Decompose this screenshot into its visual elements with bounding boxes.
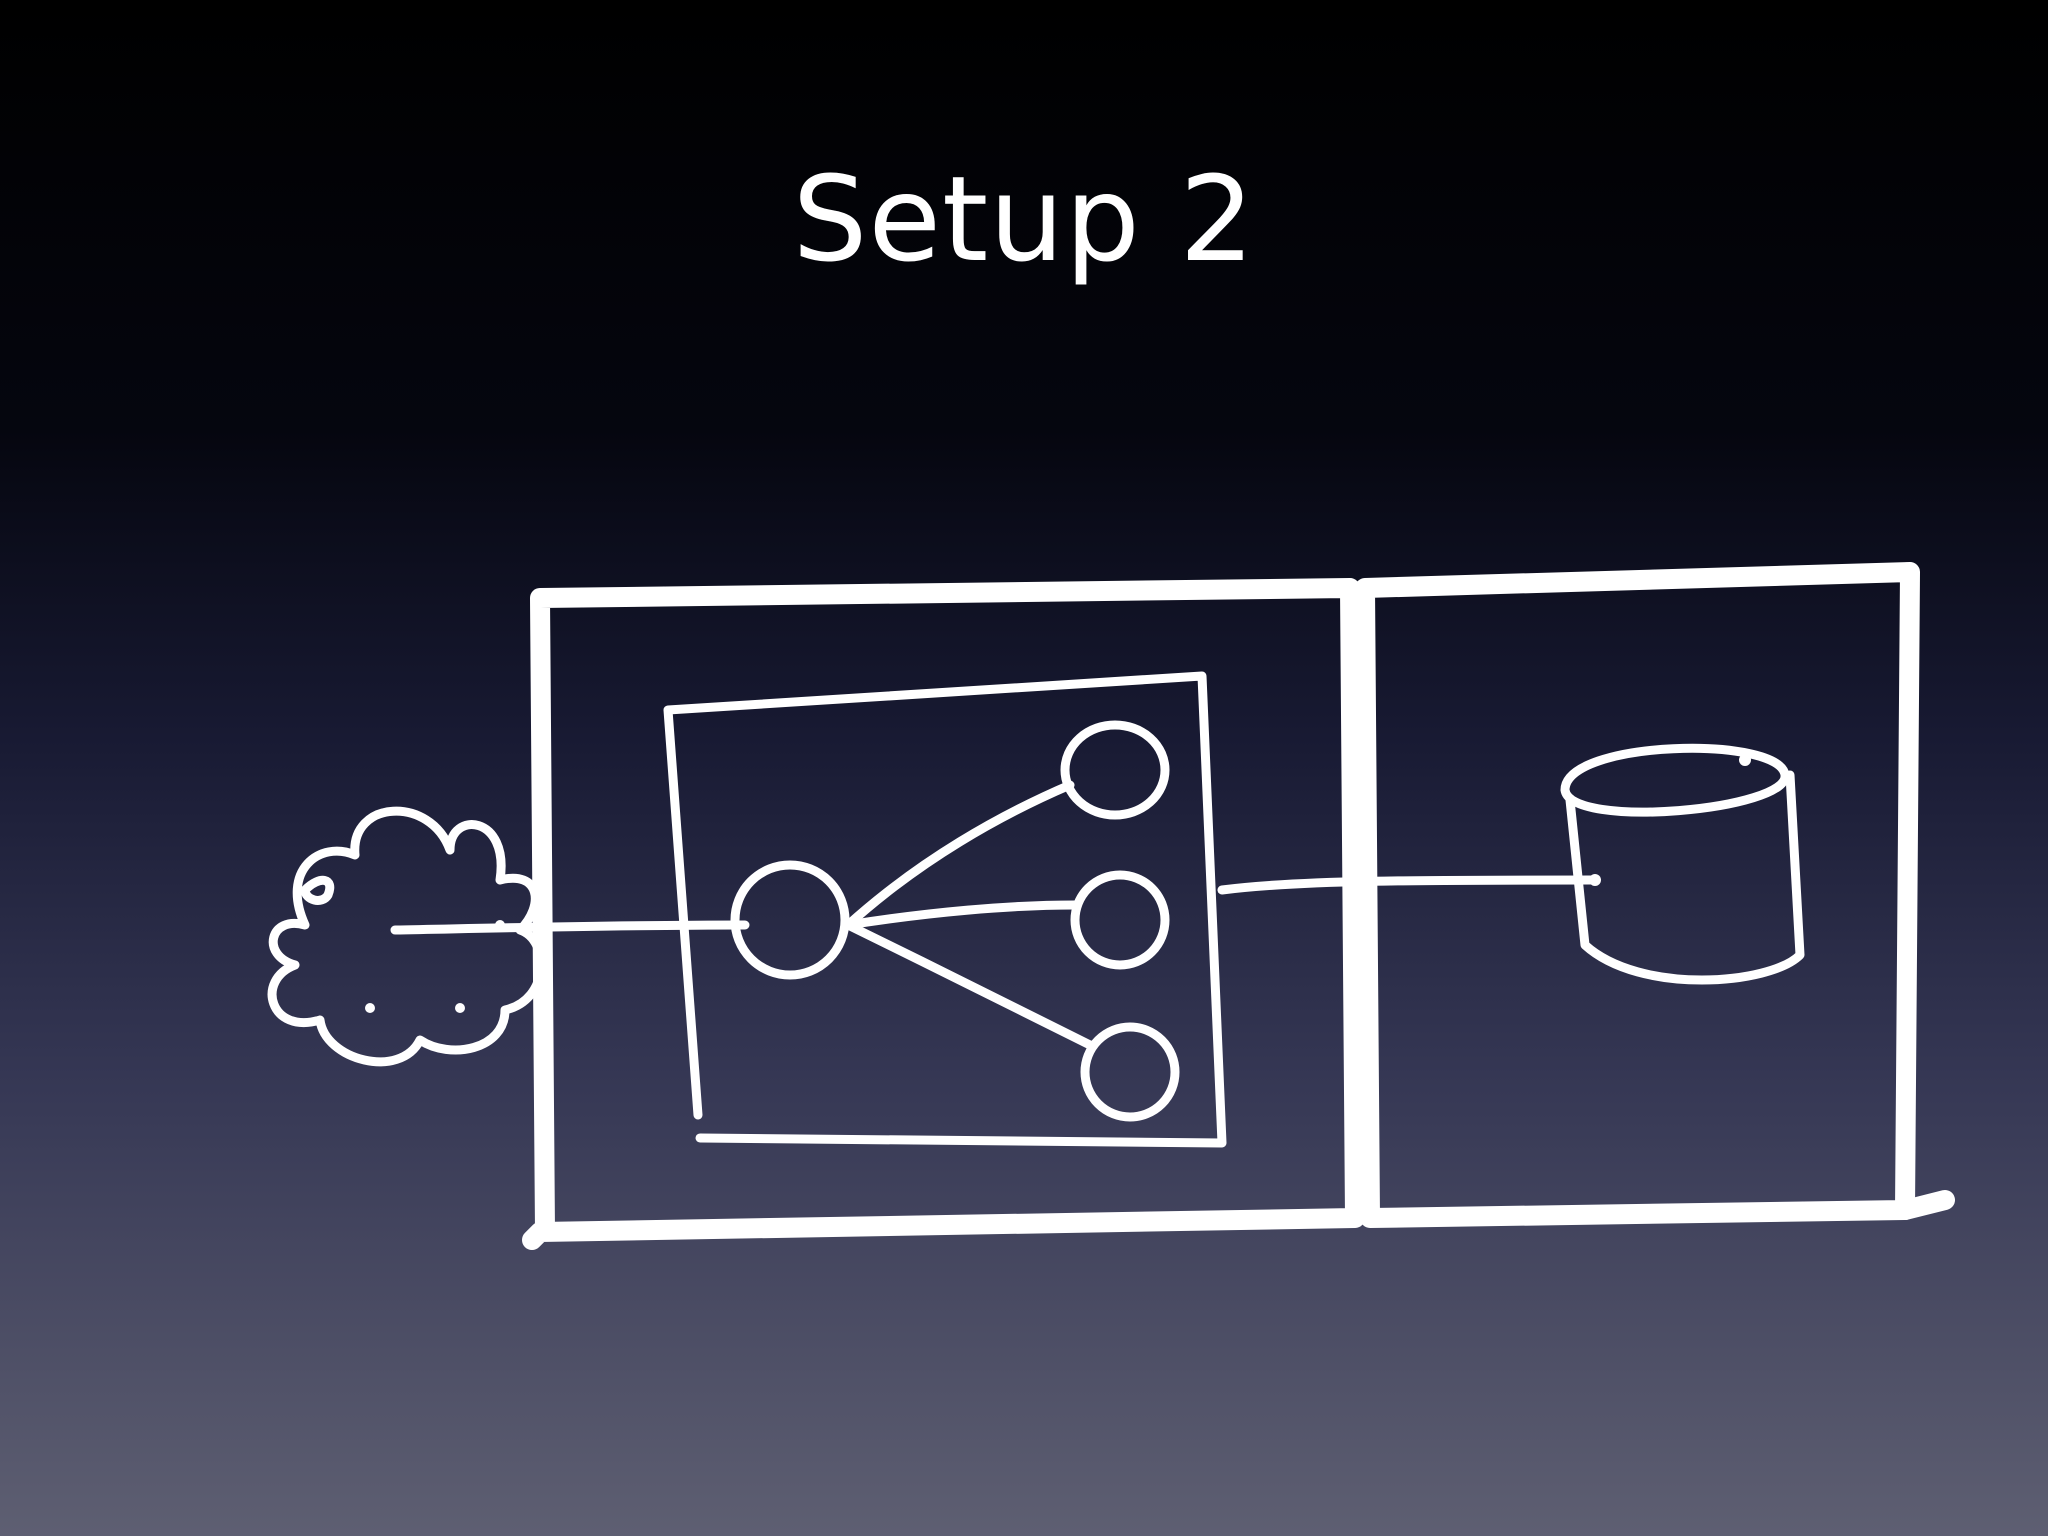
app-node-2-icon: [1070, 870, 1170, 970]
left-host-box: [522, 578, 1365, 1250]
load-balancer-node-icon: [730, 860, 850, 980]
connection-container-to-database: [1217, 875, 1600, 895]
balancer-container-box: [663, 671, 1227, 1148]
database-cylinder-icon: [1560, 743, 1805, 985]
connection-cloud-to-balancer: [390, 920, 750, 935]
connection-balancer-to-node-3: [843, 920, 1095, 1050]
app-node-3-icon: [1080, 1022, 1180, 1122]
connection-balancer-to-node-2: [843, 900, 1080, 930]
connection-balancer-to-node-1: [843, 780, 1075, 930]
app-node-1-icon: [1060, 720, 1170, 820]
slide-title: Setup 2: [792, 150, 1256, 288]
cloud-icon: [267, 806, 546, 1067]
right-host-box: [1355, 562, 1920, 1228]
